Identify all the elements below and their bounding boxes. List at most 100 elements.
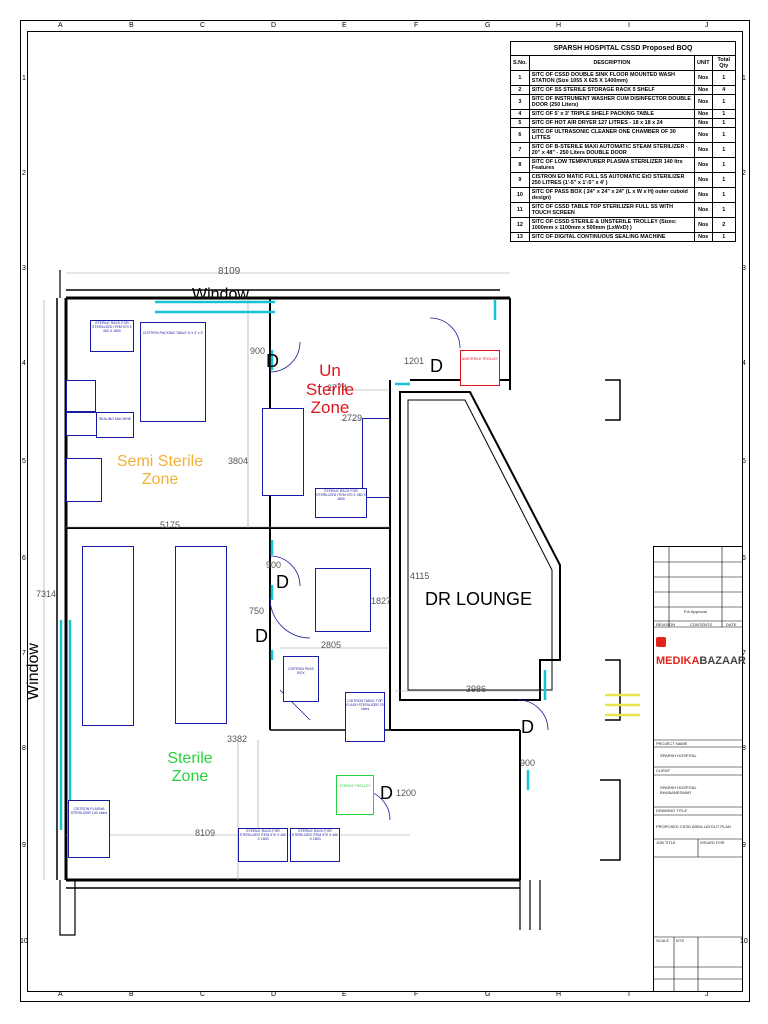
boq-cell-desc: SITC OF CSSD STERILE & UNSTERILE TROLLEY… [528,217,695,233]
unsterile-trolley: UNSTERILE TROLLEY [460,350,500,386]
boq-cell-unit: Nos [693,142,713,158]
door-marker: D [266,351,279,371]
plasma-label: CISTRON PLASMA STERILIZER 140 Liters [70,807,108,815]
grid-row-9: 9 [22,842,26,849]
grid-row-1-right: 1 [742,75,746,82]
pass-box-label: CISTRON PASS BOX [288,667,314,675]
boq-cell-desc: SITC OF B-STERILE MAXI AUTOMATIC STEAM S… [528,142,695,158]
plasma-sterilizer-large [175,546,227,724]
grid-col-a: A [58,991,63,998]
grid-col-g: G [485,991,491,998]
grid-row-10-right: 10 [740,938,748,945]
boq-cell-unit: Nos [693,118,713,128]
grid-row-1: 1 [22,75,26,82]
pass-box: CISTRON PASS BOX [283,656,319,702]
grid-col-h: H [556,22,562,29]
boq-cell-desc: SITC OF LOW TEMPATURER PLASMA STERILIZER… [528,157,695,173]
grid-row-5: 5 [22,458,26,465]
job-title-label: JOB TITLE [656,840,676,845]
client: SPARSH HOSPITAL BHUBANESWAR [660,785,697,795]
grid-row-6-right: 6 [742,555,746,562]
boq-cell-qty: 1 [711,127,737,143]
door-marker: D [380,783,393,803]
project-name-label: PROJECT NAME [656,741,688,746]
steam-sterilizer [82,546,134,726]
boq-cell-unit: Nos [693,157,713,173]
dim-750: 750 [249,606,265,616]
grid-row-4-right: 4 [742,360,746,367]
boq-cell-unit: Nos [693,109,713,119]
unsterile-trolley-label: UNSTERILE TROLLEY [461,357,499,361]
boq-cell-sno: 4 [510,109,530,119]
boq-cell-desc: SITC OF DIGITAL CONTINUOUS SEALING MACHI… [528,232,695,242]
boq-cell-sno: 8 [510,157,530,173]
boq-cell-desc: SITC OF HOT AIR DRYER 127 LITRES - 18 x … [528,118,695,128]
contents-header: CONTENTS [690,622,712,627]
boq-cell-qty: 1 [711,157,737,173]
grid-col-e: E [342,22,347,29]
boq-cell-desc: SITC OF SS STERILE STORAGE RACK 5 SHELF [528,85,695,95]
storage-rack-3: STERILE RACK FOR STERILIZED ITEM 970 X 4… [238,828,288,862]
grid-col-c: C [200,22,206,29]
grid-col-h: H [556,991,562,998]
storage-rack-label: STERILE RACK FOR STERILIZED ITEM 970 X 4… [291,829,339,841]
boq-cell-sno: 7 [510,142,530,158]
grid-row-6: 6 [22,555,26,562]
grid-row-5-right: 5 [742,458,746,465]
boq-cell-qty: 1 [711,187,737,203]
storage-rack-label: STERILE RACK FOR STERILIZED ITEM 970 X 4… [316,489,366,501]
hot-air-dryer [66,380,96,412]
drawing-title-label: DRAWING TITLE [656,808,688,813]
issued-for-label: ISSUED FOR [700,840,725,845]
boq-cell-sno: 2 [510,85,530,95]
dim-2805: 2805 [321,640,342,650]
boq-header-qty: Total Qty [711,55,737,71]
dim-2729: 2729 [342,413,363,423]
grid-col-j: J [705,991,709,998]
boq-cell-qty: 1 [711,118,737,128]
washer-disinfector [362,418,390,498]
boq-cell-qty: 1 [711,202,737,218]
date-header: DATE [726,622,737,627]
sealing-machine-label: SEALING MACHINE [98,417,132,421]
grid-row-7: 7 [22,650,26,657]
grid-col-b: B [129,22,134,29]
storage-rack-label: STERILE RACK FOR STERILIZED ITEM 970 X 4… [239,829,287,841]
door-marker: D [255,626,268,646]
grid-col-f: F [414,22,419,29]
boq-cell-sno: 13 [510,232,530,242]
title-block: REVISION CONTENTS DATE For Approval MEDI… [653,546,746,992]
packing-table-label: CISTRON PACKING TABLE 5' x 3' x 3' [142,331,204,335]
grid-col-j: J [705,22,709,29]
ultrasonic-cleaner [66,412,98,436]
boq-cell-qty: 1 [711,70,737,86]
boq-cell-unit: Nos [693,70,713,86]
boq-cell-unit: Nos [693,127,713,143]
dim-4115: 4115 [410,571,430,581]
boq-cell-unit: Nos [693,232,713,242]
boq-cell-qty: 1 [711,172,737,188]
boq-cell-desc: SITC OF PASS BOX ( 24" x 24" x 24" (L x … [528,187,695,203]
company-prefix: MEDIKA [656,655,700,667]
drawing-inner-border [27,31,743,992]
scale-value: NTS [676,938,684,943]
grid-col-g: G [485,22,491,29]
grid-col-c: C [200,991,206,998]
grid-col-i: I [628,22,630,29]
boq-cell-qty: 1 [711,94,737,110]
grid-col-b: B [129,991,134,998]
grid-col-f: F [414,991,419,998]
storage-rack-label: STERILE RACK FOR STERILIZED ITEM 970 X 4… [92,321,132,333]
packing-table: CISTRON PACKING TABLE 5' x 3' x 3' [140,322,206,422]
grid-row-3: 3 [22,265,26,272]
boq-cell-unit: Nos [693,202,713,218]
dim-2774: 2774 [327,383,348,393]
grid-row-4: 4 [22,360,26,367]
zone-sterile: Sterile Zone [167,750,213,785]
